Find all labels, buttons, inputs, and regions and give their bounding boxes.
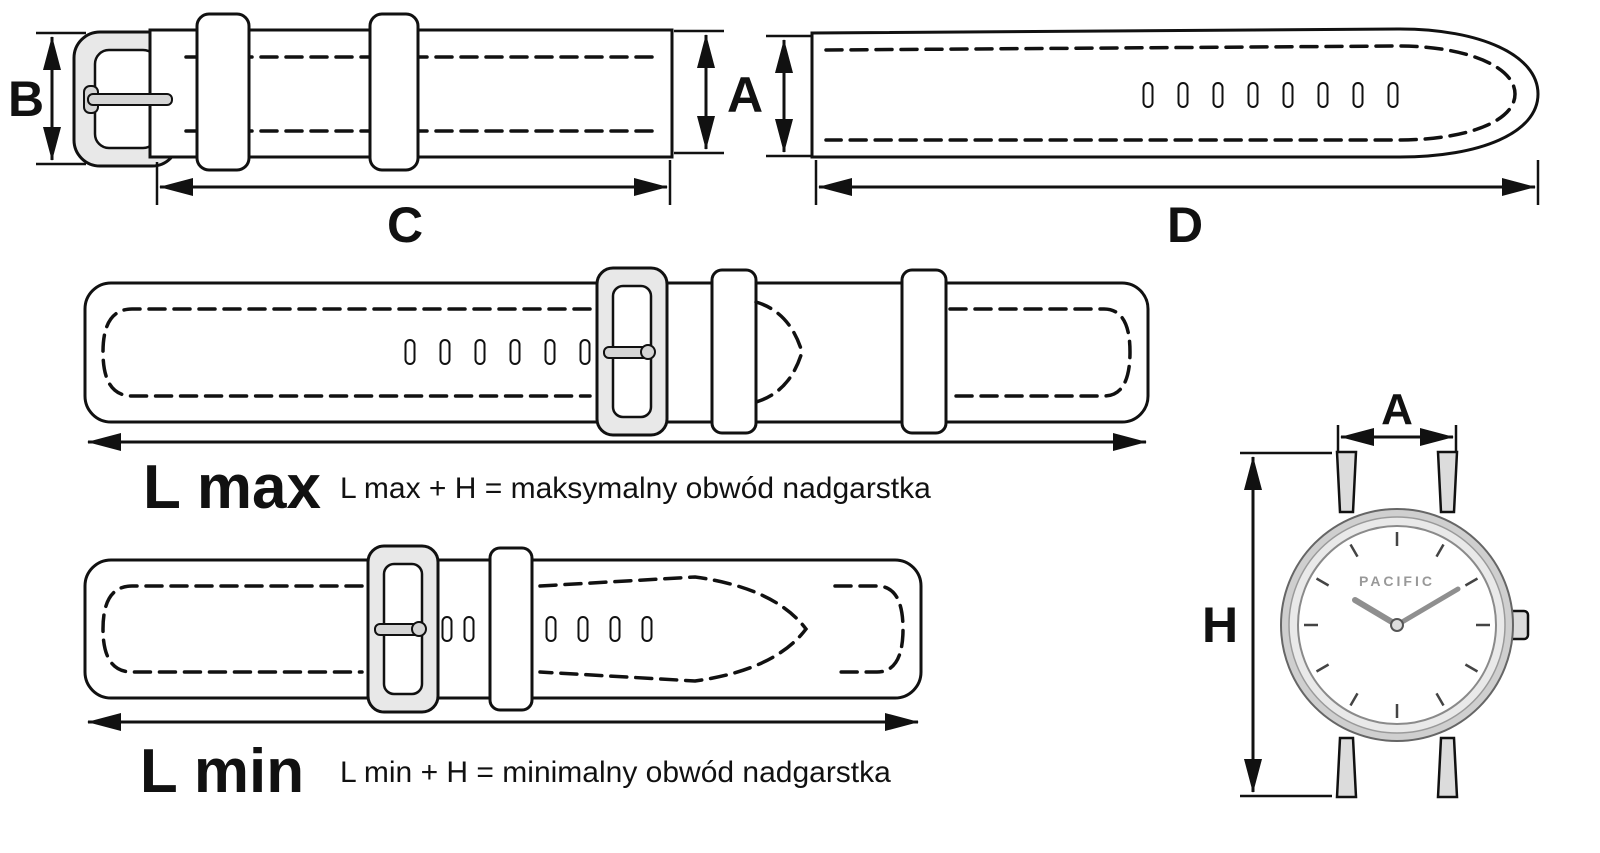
buckle-prong-pivot [411, 621, 427, 637]
keeper-loop [488, 546, 534, 712]
dimension-a-label-watch: A [1381, 385, 1413, 434]
dimension-c: C [155, 160, 672, 253]
stitching-right [948, 307, 1132, 398]
keeper-loop [368, 12, 420, 172]
stitching-left [101, 584, 364, 674]
strap-hole [463, 616, 475, 642]
dimension-c-label: C [387, 197, 423, 253]
strap-assembled-lmin [83, 544, 923, 714]
strap-band [810, 27, 1540, 159]
dimension-h: H [1202, 451, 1332, 798]
strap-hole [641, 616, 653, 642]
stitching-outline [824, 44, 1517, 142]
strap-hole [579, 339, 591, 365]
watch-lug-bottom-right [1436, 736, 1459, 799]
watch-hands-center [1390, 618, 1404, 632]
dimension-lmin: L min L min + H = minimalny obwód nadgar… [87, 713, 919, 806]
dimension-d-label: D [1167, 197, 1203, 253]
strap-hole [1352, 82, 1364, 108]
strap-hole [1387, 82, 1399, 108]
strap-hole [1317, 82, 1329, 108]
strap-hole [509, 339, 521, 365]
buckle-strap-piece [72, 12, 674, 172]
strap-hole [609, 616, 621, 642]
buckle-prong-pivot [640, 344, 656, 360]
watch: PACIFIC [1280, 450, 1530, 799]
strap-hole [1247, 82, 1259, 108]
watch-brand: PACIFIC [1359, 573, 1435, 589]
strap-tip-outline [538, 575, 809, 683]
watch-lug-top-right [1436, 450, 1459, 514]
watch-lug-top-left [1335, 450, 1358, 514]
strap-hole [545, 616, 557, 642]
dimension-a-straps: A [674, 29, 816, 158]
dimension-lmax-label: L max [143, 453, 322, 522]
strap-hole [474, 339, 486, 365]
strap-hole [1142, 82, 1154, 108]
strap-hole [1212, 82, 1224, 108]
dimension-lmin-label: L min [140, 737, 304, 806]
strap-assembled-lmax [83, 266, 1150, 437]
lmin-formula: L min + H = minimalny obwód nadgarstka [340, 756, 891, 789]
strap-hole [441, 616, 453, 642]
strap-hole [1282, 82, 1294, 108]
dimension-d: D [814, 160, 1540, 253]
stitching-right [833, 584, 905, 674]
strap-hole [404, 339, 416, 365]
watch-hour-hand [1352, 597, 1400, 628]
strap-hole [577, 616, 589, 642]
dimension-a-label-straps: A [727, 67, 763, 123]
dimension-b-label: B [8, 71, 44, 127]
stitching-left [101, 307, 592, 398]
dimension-lmax: L max L max + H = maksymalny obwód nadga… [87, 433, 1147, 522]
watch-lug-bottom-left [1335, 736, 1358, 799]
keeper-loop [710, 268, 758, 435]
watch-hour-markers [1304, 532, 1490, 718]
tail-strap-piece [810, 27, 1540, 159]
buckle-prong [87, 93, 173, 106]
watch-minute-hand [1394, 586, 1461, 628]
strap-hole [439, 339, 451, 365]
dimension-b: B [8, 31, 86, 166]
keeper-loop [900, 268, 948, 435]
dimension-h-label: H [1202, 597, 1238, 653]
strap-hole [1177, 82, 1189, 108]
lmax-formula: L max + H = maksymalny obwód nadgarstka [340, 472, 931, 505]
strap-hole [544, 339, 556, 365]
keeper-loop [195, 12, 251, 172]
dimension-a-watch: A [1336, 385, 1458, 452]
